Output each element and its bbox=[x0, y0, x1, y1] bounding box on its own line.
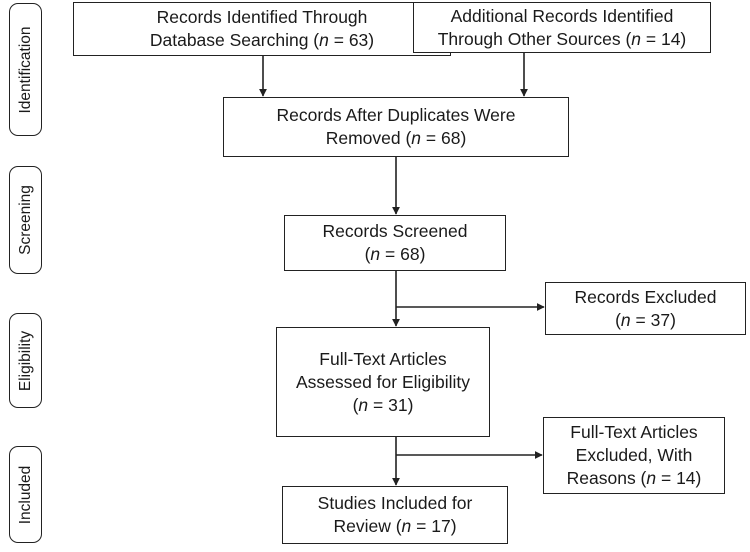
box-other-line1: Additional Records Identified bbox=[450, 5, 674, 26]
phase-included: Included bbox=[9, 446, 42, 543]
box-fulltext-line2: Assessed for Eligibility bbox=[295, 371, 471, 392]
box-other-sources: Additional Records Identified Through Ot… bbox=[413, 2, 711, 53]
box-excluded-line1: Records Excluded bbox=[574, 286, 717, 307]
box-fulltext-excluded-line3: Reasons (n = 14) bbox=[566, 468, 702, 488]
box-included-line1: Studies Included for bbox=[317, 493, 473, 513]
box-studies-included: Studies Included for Review (n = 17) bbox=[282, 486, 508, 544]
box-fulltext-assessed: Full-Text Articles Assessed for Eligibil… bbox=[276, 327, 490, 437]
box-database-line1: Records Identified Through bbox=[156, 7, 368, 27]
box-excluded-line2: (n = 37) bbox=[615, 309, 676, 330]
phase-screening: Screening bbox=[9, 166, 42, 274]
box-other-line2: Through Other Sources (n = 14) bbox=[437, 28, 687, 49]
phase-eligibility: Eligibility bbox=[9, 313, 42, 408]
box-included-line2: Review (n = 17) bbox=[333, 516, 457, 536]
box-fulltext-excluded: Full-Text Articles Excluded, With Reason… bbox=[543, 417, 725, 494]
box-screened-line1: Records Screened bbox=[322, 221, 468, 241]
box-screened-line2: (n = 68) bbox=[364, 244, 426, 264]
box-fulltext-excluded-line1: Full-Text Articles bbox=[570, 422, 698, 442]
box-database-searching: Records Identified Through Database Sear… bbox=[73, 2, 451, 56]
box-fulltext-excluded-line2: Excluded, With bbox=[575, 445, 693, 465]
box-database-line2: Database Searching (n = 63) bbox=[149, 30, 375, 50]
box-after-duplicates: Records After Duplicates Were Removed (n… bbox=[223, 97, 569, 157]
box-duplicates-line2: Removed (n = 68) bbox=[325, 128, 467, 148]
phase-identification: Identification bbox=[9, 3, 42, 136]
box-fulltext-line1: Full-Text Articles bbox=[319, 348, 447, 369]
box-records-excluded: Records Excluded (n = 37) bbox=[545, 282, 746, 335]
box-duplicates-line1: Records After Duplicates Were bbox=[276, 105, 516, 125]
box-records-screened: Records Screened (n = 68) bbox=[284, 215, 506, 271]
box-fulltext-line3: (n = 31) bbox=[352, 394, 414, 415]
